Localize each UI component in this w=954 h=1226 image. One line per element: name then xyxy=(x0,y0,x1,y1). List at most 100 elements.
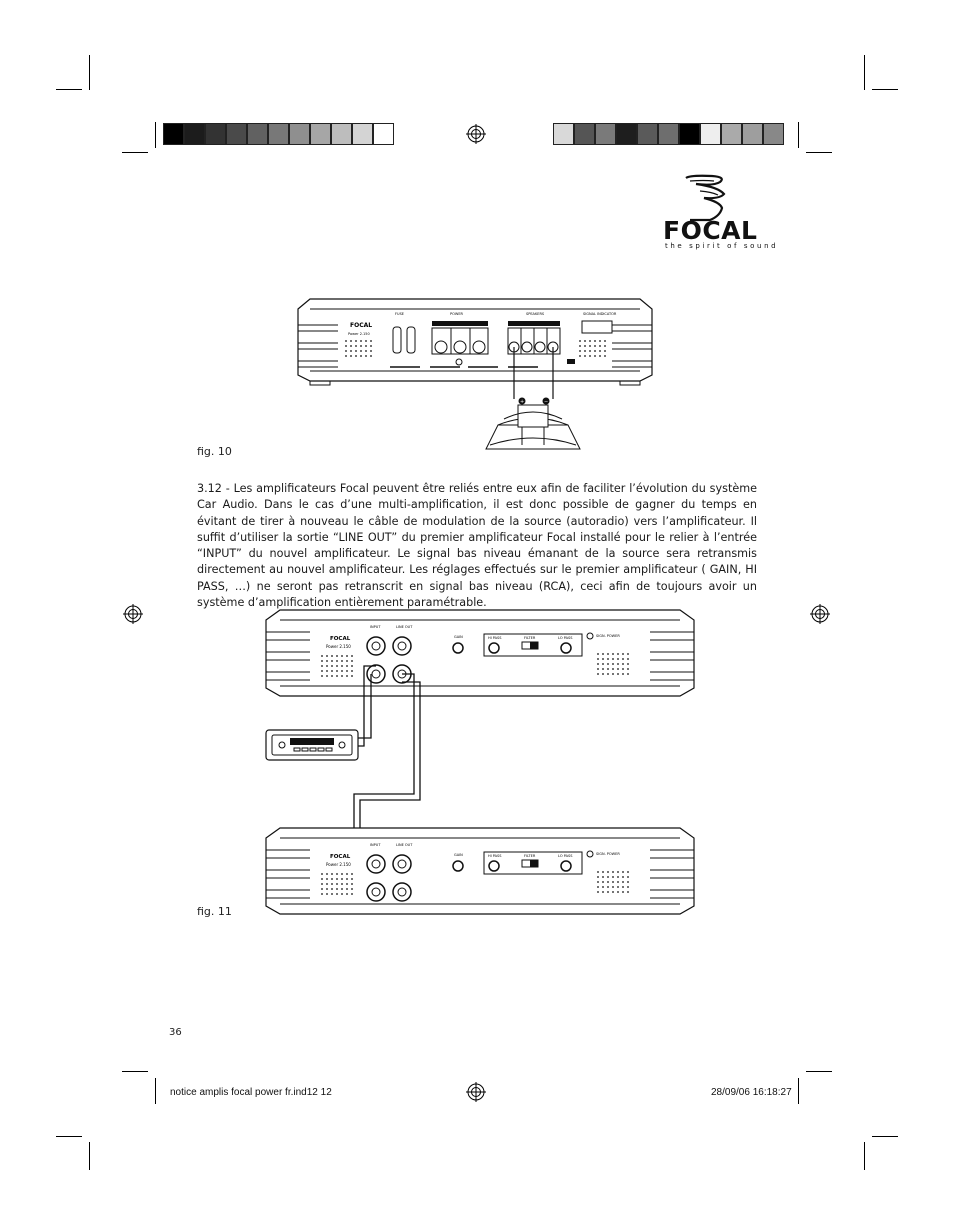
vent-hole xyxy=(336,675,338,677)
vent-hole xyxy=(331,873,333,875)
vent-hole xyxy=(602,653,604,655)
car-radio-head-unit xyxy=(265,729,359,761)
vent-hole xyxy=(612,881,614,883)
color-swatch xyxy=(373,123,394,145)
color-swatch xyxy=(310,123,331,145)
lopass-label: LO PASS xyxy=(558,636,573,640)
vent-hole xyxy=(331,883,333,885)
vent-hole xyxy=(622,663,624,665)
vent-hole xyxy=(345,345,347,347)
vent-hole xyxy=(607,871,609,873)
vent-hole xyxy=(321,665,323,667)
vent-hole xyxy=(336,655,338,657)
section-number: 3.12 - xyxy=(197,482,230,495)
vent-hole xyxy=(331,670,333,672)
lineout-label: LINE OUT xyxy=(396,625,413,629)
vent-hole xyxy=(341,660,343,662)
vent-hole xyxy=(612,653,614,655)
vent-hole xyxy=(597,881,599,883)
section-paragraph: 3.12 - Les amplificateurs Focal peuvent … xyxy=(197,481,757,611)
vent-hole xyxy=(627,876,629,878)
color-swatch xyxy=(205,123,226,145)
amp-brand-label: FOCAL xyxy=(350,322,372,329)
vent-hole xyxy=(607,891,609,893)
vent-hole xyxy=(341,873,343,875)
vent-hole xyxy=(607,658,609,660)
vent-hole xyxy=(597,653,599,655)
amp-brand-label: FOCAL xyxy=(330,854,351,860)
power-label: POWER xyxy=(450,312,464,316)
hipass-label: HI PASS xyxy=(488,636,502,640)
amp-model-label: Power 2.150 xyxy=(348,332,370,336)
amplifier-top: FOCAL Power 2.150 INPUT LINE OUT GAIN HI… xyxy=(265,609,695,697)
vent-hole xyxy=(341,655,343,657)
registration-mark-icon xyxy=(466,1082,486,1102)
vent-hole xyxy=(351,670,353,672)
vent-hole xyxy=(346,670,348,672)
vent-hole xyxy=(617,673,619,675)
amp-brand-label: FOCAL xyxy=(330,636,351,642)
vent-hole xyxy=(336,883,338,885)
color-swatch xyxy=(352,123,373,145)
registration-mark-icon xyxy=(810,604,830,624)
input-label: INPUT xyxy=(370,625,381,629)
filter-label: FILTER xyxy=(524,854,536,858)
vent-hole xyxy=(597,663,599,665)
vent-hole xyxy=(604,350,606,352)
vent-hole xyxy=(346,660,348,662)
status-label: SIGN. POWER xyxy=(596,852,620,856)
vent-hole xyxy=(370,355,372,357)
vent-hole xyxy=(331,655,333,657)
color-swatch xyxy=(721,123,742,145)
vent-hole xyxy=(321,675,323,677)
vent-hole xyxy=(326,655,328,657)
svg-text:−: − xyxy=(544,399,548,405)
vent-hole xyxy=(331,675,333,677)
vent-hole xyxy=(597,891,599,893)
vent-hole xyxy=(594,345,596,347)
vent-hole xyxy=(336,873,338,875)
vent-hole xyxy=(599,340,601,342)
vent-hole xyxy=(594,340,596,342)
vent-hole xyxy=(365,345,367,347)
vent-hole xyxy=(607,881,609,883)
vent-hole xyxy=(326,670,328,672)
vent-hole xyxy=(326,883,328,885)
vent-hole xyxy=(351,655,353,657)
heatsink-fins-right xyxy=(612,324,652,386)
vent-hole xyxy=(326,878,328,880)
color-swatch xyxy=(247,123,268,145)
vent-hole xyxy=(604,355,606,357)
vent-hole xyxy=(336,888,338,890)
vent-hole xyxy=(584,345,586,347)
vent-hole xyxy=(351,893,353,895)
focal-logo: FOCAL the spirit of sound xyxy=(660,172,776,252)
vent-hole xyxy=(597,876,599,878)
vent-hole xyxy=(607,653,609,655)
color-bar-left xyxy=(163,123,394,145)
vent-hole xyxy=(584,355,586,357)
vent-hole xyxy=(346,873,348,875)
vent-hole xyxy=(607,668,609,670)
vent-hole xyxy=(589,350,591,352)
vent-hole xyxy=(365,350,367,352)
vent-hole xyxy=(612,891,614,893)
color-swatch xyxy=(574,123,595,145)
vent-hole xyxy=(589,355,591,357)
vent-hole xyxy=(612,658,614,660)
color-bar-right xyxy=(553,123,784,145)
color-swatch xyxy=(637,123,658,145)
vent-hole xyxy=(594,350,596,352)
vent-hole xyxy=(346,655,348,657)
vent-hole xyxy=(589,340,591,342)
vent-holes-right xyxy=(579,340,606,357)
vent-hole xyxy=(321,888,323,890)
lineout-label: LINE OUT xyxy=(396,843,413,847)
vent-hole xyxy=(351,675,353,677)
vent-hole xyxy=(627,891,629,893)
vent-hole xyxy=(346,883,348,885)
vent-hole xyxy=(622,658,624,660)
vent-hole xyxy=(350,350,352,352)
vent-hole xyxy=(370,340,372,342)
vent-hole xyxy=(321,883,323,885)
